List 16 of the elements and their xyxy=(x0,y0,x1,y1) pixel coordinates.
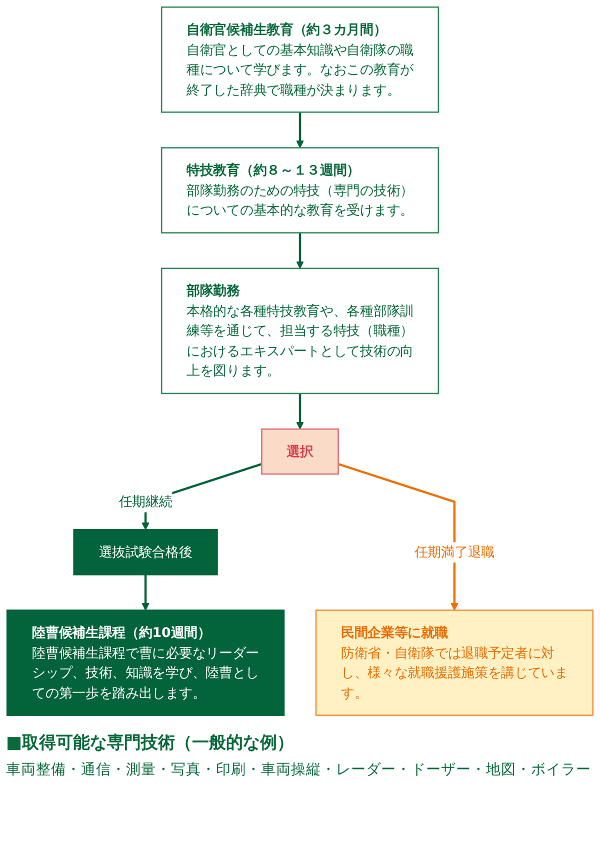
edge-label: 任期継続 xyxy=(118,494,172,510)
arrow xyxy=(296,393,304,430)
node-box: 特技教育（約８～１３週間） 部隊勤務のための特技（専門の技術）についての基本的な教育を受けます。 xyxy=(160,147,440,234)
arrow xyxy=(296,112,304,148)
node-box: 陸曹候補生課程（約10週間） 陸曹候補生課程で曹に必要なリーダーシップ、技術、知識を学び、陸曹としての第一歩を踏み出します。 xyxy=(6,610,285,716)
node-box: 自衛官候補生教育（約３カ月間） 自衛官としての基本知識や自衛隊の職種について学びます。なおこの教育が終了した辞典で職種が決まります。 xyxy=(160,6,440,113)
node-box: 選択 xyxy=(261,428,339,475)
node-box: 選抜試験合格後 xyxy=(73,529,218,576)
section-heading: ■取得可能な専門技術（一般的な例） xyxy=(6,732,294,754)
node-box: 民間企業等に就職 防衛省・自衛隊では退職予定者に対し、様々な就職援護施策を講じています。 xyxy=(315,610,594,716)
arrow xyxy=(296,232,304,269)
note-text: 車両整備・通信・測量・写真・印刷・車両操縦・レーダー・ドーザー・地図・ボイラー xyxy=(6,761,591,779)
arrow xyxy=(142,574,150,611)
edge-label: 任期満了退職 xyxy=(414,544,495,560)
node-box: 部隊勤務 本格的な各種特技教育や、各種部隊訓練等を通じて、担当する特技（職種）におけるエキスパートとして技術の向上を図ります。 xyxy=(160,268,440,394)
arrow xyxy=(338,462,458,611)
